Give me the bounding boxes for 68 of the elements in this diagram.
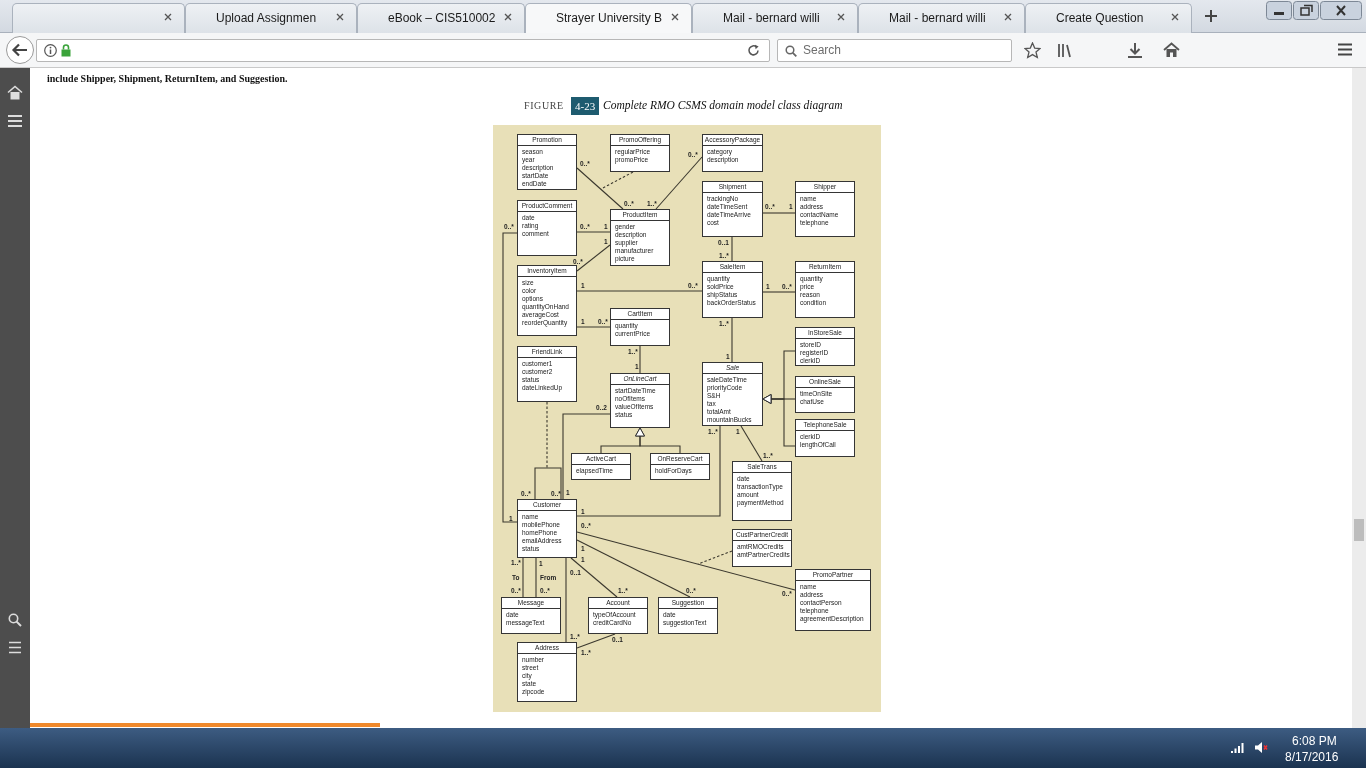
class-box (795, 261, 855, 318)
association-line (565, 557, 567, 643)
association-line (740, 425, 763, 462)
browser-tab: eBook – CIS510002 (357, 3, 525, 33)
association-line (576, 425, 721, 517)
clock-date: 8/17/2016 (1285, 750, 1339, 764)
association-line (570, 557, 618, 598)
class-box (702, 362, 763, 426)
browser-tab: Mail - bernard willi (858, 3, 1025, 33)
dashed-link (546, 401, 548, 469)
association-line (731, 236, 733, 262)
clock-time: 6:08 PM (1292, 734, 1337, 748)
class-box (658, 597, 718, 634)
class-box (795, 181, 855, 237)
browser-tab: Upload Assignmen (185, 3, 357, 33)
association-line (576, 231, 611, 233)
association-line (576, 539, 691, 598)
class-box (702, 261, 763, 318)
class-box (517, 134, 577, 190)
association-line (576, 633, 616, 649)
figure-label: FIGURE (524, 100, 564, 111)
class-box (610, 308, 670, 346)
association-line (522, 557, 524, 598)
class-box (702, 134, 763, 172)
class-box (650, 453, 710, 480)
browser-tab: Strayer University B (525, 3, 692, 33)
search-field: Search (777, 39, 1012, 62)
association-line (731, 317, 733, 363)
association-line (534, 467, 562, 500)
class-box (517, 642, 577, 702)
class-box (610, 134, 670, 172)
generalization-arrow (762, 394, 796, 447)
generalization-arrow (635, 427, 681, 454)
class-box (588, 597, 648, 634)
class-box (517, 200, 577, 256)
class-box (795, 327, 855, 366)
association-line (576, 531, 796, 591)
association-line (762, 291, 796, 293)
association-line (655, 156, 703, 210)
association-line (762, 212, 796, 214)
association-line (502, 232, 518, 523)
association-line (576, 326, 611, 328)
class-box (571, 453, 631, 480)
class-box (517, 346, 577, 402)
class-box (501, 597, 561, 634)
class-box (732, 461, 792, 521)
association-line (535, 557, 537, 598)
class-box (795, 569, 871, 631)
browser-tab: Create Question (1025, 3, 1192, 33)
association-line (576, 244, 611, 272)
browser-tab: Mail - bernard willi (692, 3, 858, 33)
class-box (795, 419, 855, 457)
association-line (576, 290, 703, 292)
class-box (517, 265, 577, 336)
association-line (576, 167, 624, 210)
class-box (702, 181, 763, 237)
body-text: include Shipper, Shipment, ReturnItem, and Suggestion. (47, 73, 288, 84)
class-box (610, 209, 670, 266)
class-box (610, 373, 670, 428)
dashed-link (697, 550, 733, 565)
class-box (517, 499, 577, 558)
figure-title: Complete RMO CSMS domain model class diagram (603, 99, 843, 111)
figure-number: 4-23 (571, 97, 600, 115)
association-line (639, 345, 641, 374)
dashed-link (600, 171, 634, 190)
class-box (795, 376, 855, 413)
class-box (732, 529, 792, 567)
association-line (562, 413, 611, 500)
